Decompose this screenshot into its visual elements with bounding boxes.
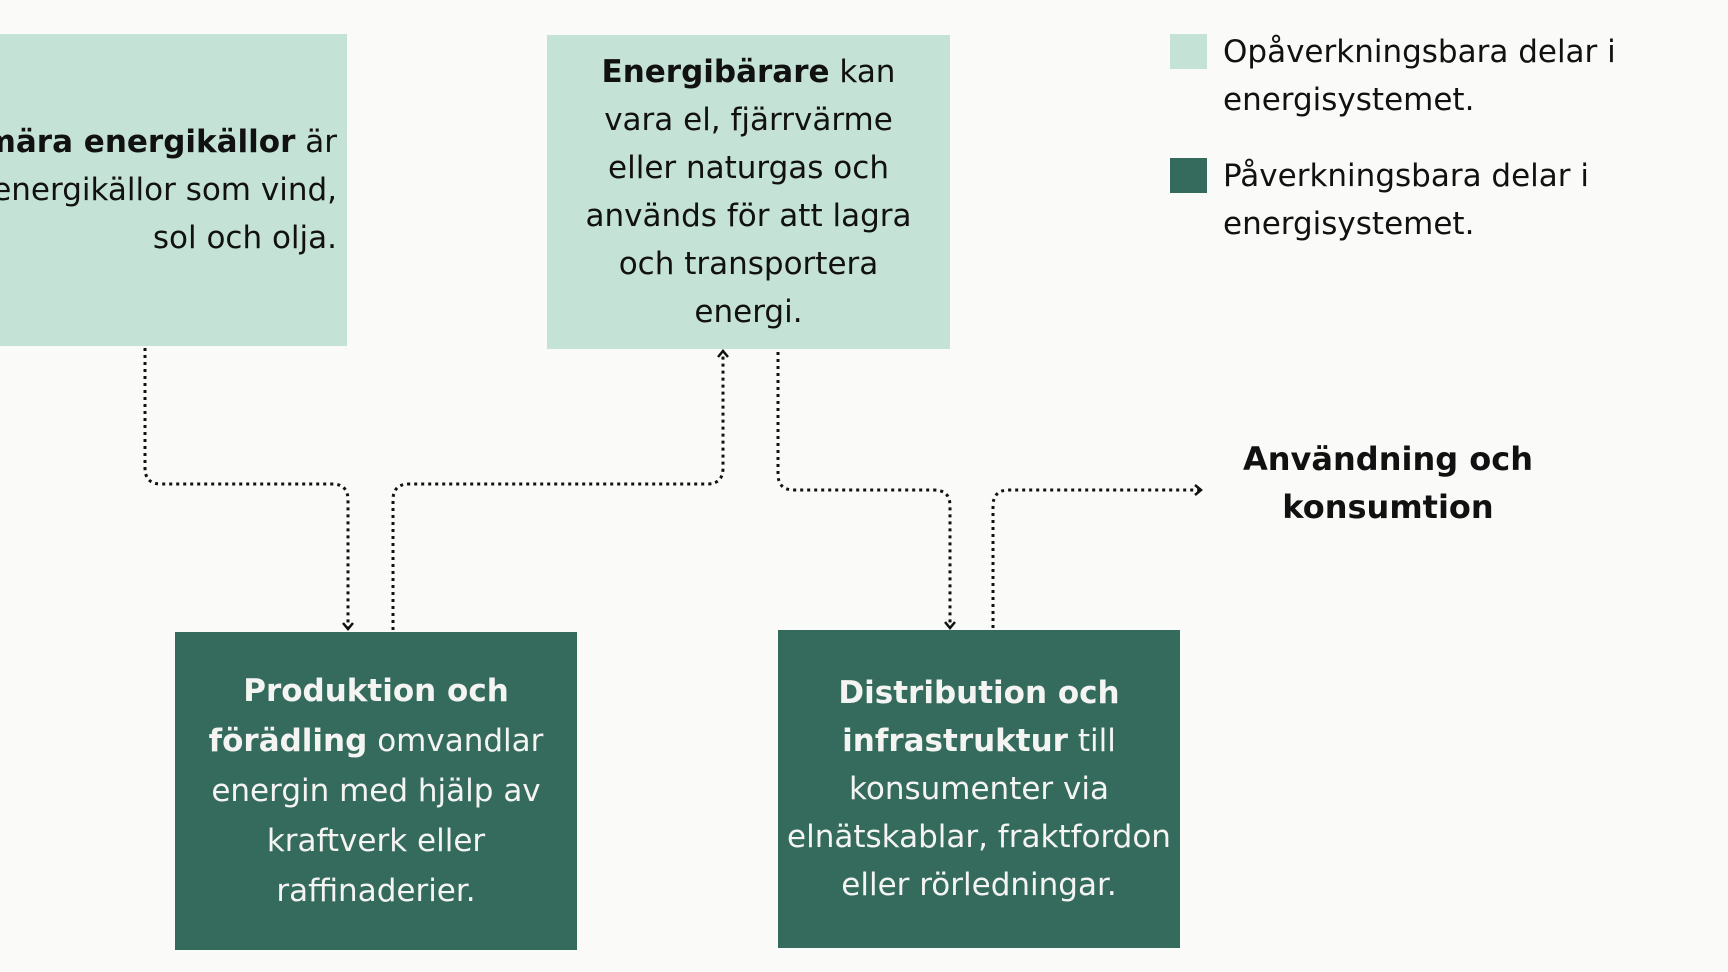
distribution-infrastructure-box: Distribution och infrastruktur till kons… xyxy=(778,630,1180,948)
energy-carriers-title: Energibärare xyxy=(601,54,830,90)
legend-label-influenceable: Påverkningsbara delar i energisystemet. xyxy=(1223,158,1589,242)
connector-primary-to-production xyxy=(143,348,354,631)
connector-carriers-to-distribution xyxy=(776,352,956,630)
energy-carriers-box: Energibärare kan vara el, fjärrvärme ell… xyxy=(547,35,950,349)
production-refinement-title: Produktion och förädling xyxy=(208,673,509,759)
legend-swatch-light xyxy=(1170,34,1207,69)
production-refinement-text: omvandlar energin med hjälp av kraftverk… xyxy=(211,723,544,909)
distribution-infrastructure-title: Distribution och infrastruktur xyxy=(838,675,1120,759)
legend-item-influenceable: Påverkningsbara delar i energisystemet. xyxy=(1170,152,1690,262)
energy-carriers-text: kan vara el, fjärrvärme eller naturgas o… xyxy=(585,54,912,330)
usage-consumption-label: Användning och konsumtion xyxy=(1243,440,1533,526)
primary-energy-sources-title: Primära energikällor xyxy=(0,124,296,160)
legend-swatch-dark xyxy=(1170,158,1207,193)
connector-production-to-carriers xyxy=(391,349,729,630)
legend-item-non-influenceable: Opåverkningsbara delar i energisystemet. xyxy=(1170,28,1690,138)
connector-distribution-to-usage xyxy=(991,484,1203,628)
legend-label-non-influenceable: Opåverkningsbara delar i energisystemet. xyxy=(1223,34,1616,118)
distribution-infrastructure-text: till konsumenter via elnätskablar, frakt… xyxy=(787,723,1171,903)
primary-energy-sources-text: är naturliga energikällor som vind, sol … xyxy=(0,124,337,256)
production-refinement-box: Produktion och förädling omvandlar energ… xyxy=(175,632,577,950)
primary-energy-sources-box: Primära energikällor är naturliga energi… xyxy=(0,34,347,346)
